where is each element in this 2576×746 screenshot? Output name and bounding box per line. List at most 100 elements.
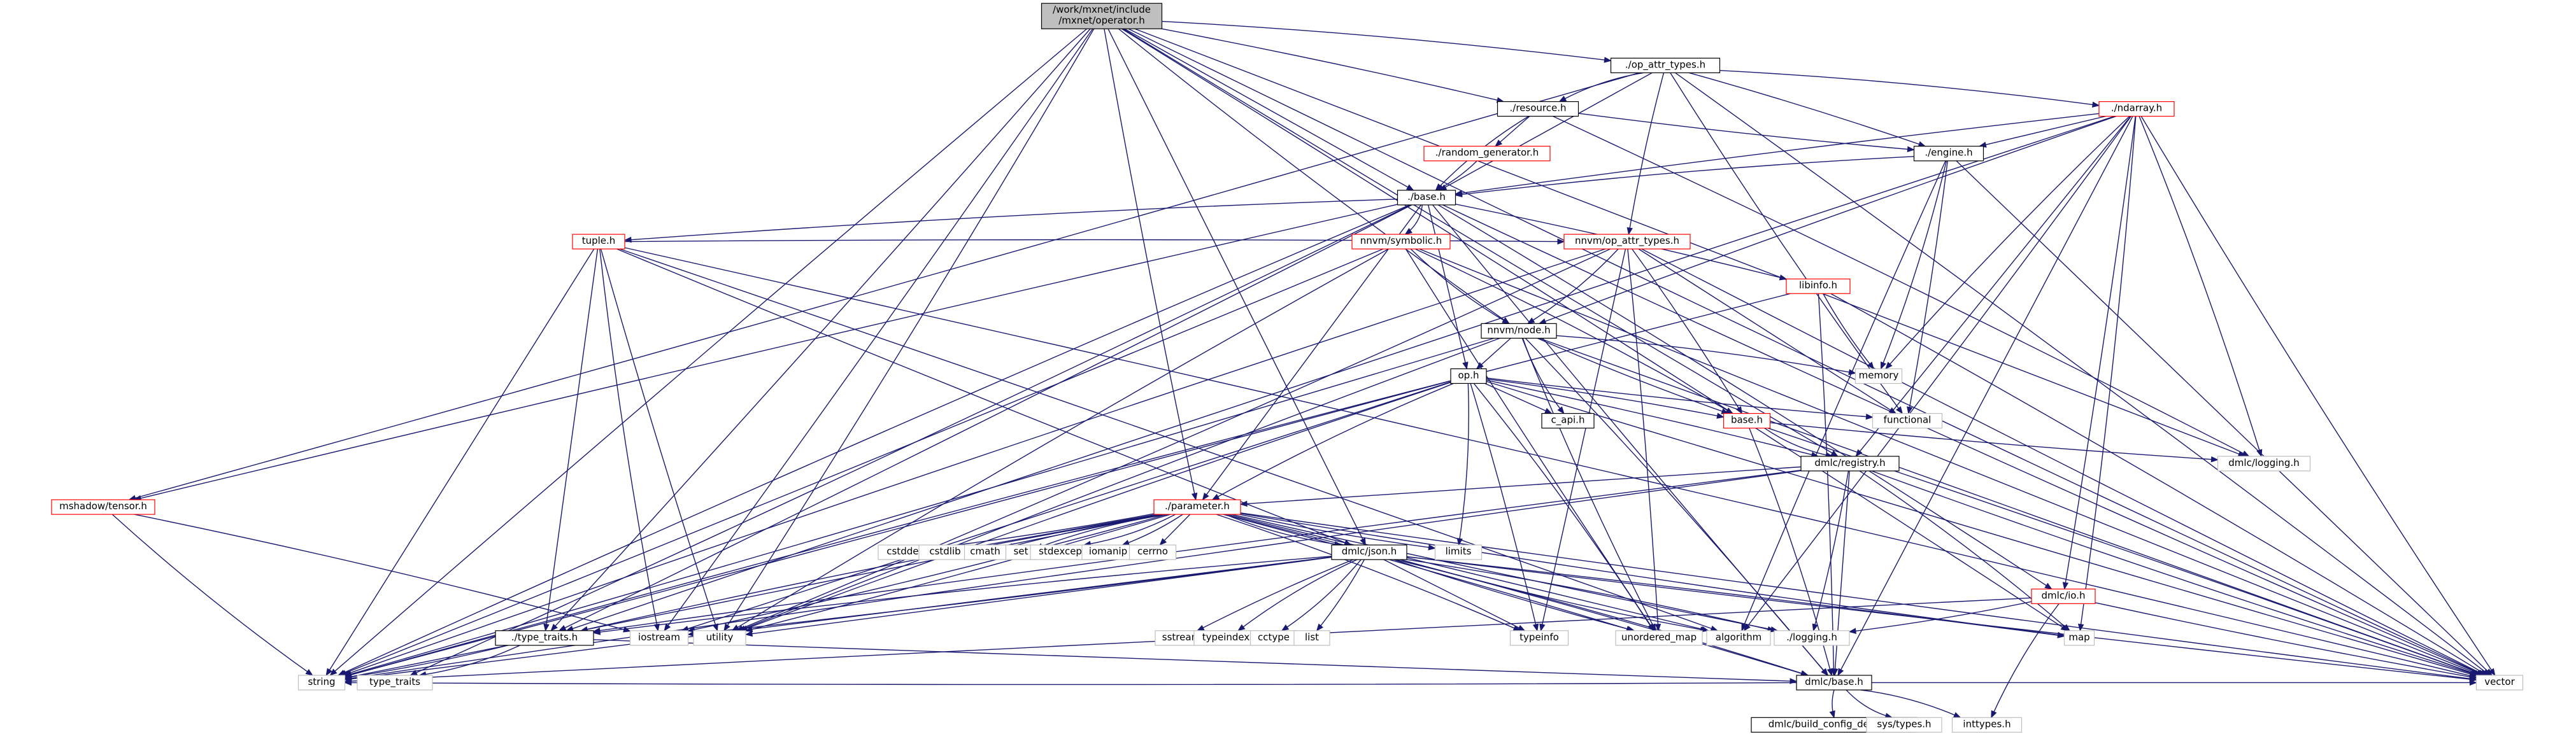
edge-line — [1812, 470, 1849, 631]
node-stdexcept: stdexcept — [1030, 544, 1095, 560]
edge-arrowhead — [2210, 456, 2219, 463]
node-box — [1153, 499, 1241, 515]
edge-line — [971, 514, 1157, 549]
node-type-traits-h[interactable]: ./type_traits.h — [495, 630, 594, 646]
edge-arrowhead — [1710, 625, 1719, 631]
node-label: cmath — [970, 545, 1000, 557]
node-label: sys/types.h — [1877, 718, 1931, 729]
node-label: dmlc/registry.h — [1814, 457, 1885, 468]
edge-arrowhead — [1404, 228, 1413, 235]
edge-arrowhead — [2062, 582, 2069, 590]
node-parameter[interactable]: ./parameter.h — [1153, 499, 1241, 515]
node-dmlc-json[interactable]: dmlc/json.h — [1331, 544, 1407, 560]
node-dmlc-io[interactable]: dmlc/io.h — [2031, 588, 2096, 604]
edge-arrowhead — [1848, 369, 1856, 376]
edge-arrowhead — [1604, 57, 1612, 63]
node-op-attr-types[interactable]: ./op_attr_types.h — [1610, 57, 1721, 73]
edge-line — [1406, 559, 1775, 631]
edge-line — [1770, 422, 2218, 461]
edge-line — [1458, 383, 1469, 545]
edge-nnvm-op-attr-types-to-nnvm-node — [1526, 248, 1619, 325]
edge-line — [1225, 514, 1342, 545]
node-base[interactable]: ./base.h — [1397, 190, 1456, 206]
node-box — [1796, 675, 1872, 691]
node-label: cctype — [1258, 631, 1290, 643]
node-random-generator[interactable]: ./random_generator.h — [1423, 146, 1551, 162]
edge-arrowhead — [2062, 624, 2070, 631]
edge-line — [2138, 116, 2262, 457]
node-label: list — [1305, 631, 1319, 643]
edge-arrowhead — [325, 668, 332, 677]
edge-arrowhead — [1991, 710, 1997, 719]
edge-line — [1406, 556, 2477, 680]
edge-line — [1539, 115, 2117, 325]
edge-base-to-vector — [1442, 204, 2484, 676]
node-nnvm-symbolic[interactable]: nnvm/symbolic.h — [1351, 234, 1451, 250]
node-tuple[interactable]: tuple.h — [572, 234, 625, 250]
edge-dmlc-registry-to-parameter — [1239, 466, 1802, 507]
node-typeindex: typeindex — [1193, 630, 1258, 646]
node-dmlc-base[interactable]: dmlc/base.h — [1796, 675, 1872, 691]
node-resource[interactable]: ./resource.h — [1497, 101, 1579, 117]
edge-base-to-tuple — [623, 199, 1398, 243]
edge-arrowhead — [1405, 184, 1414, 191]
node-label: ./logging.h — [1786, 631, 1837, 643]
edge-line — [624, 199, 1398, 241]
edge-arrowhead — [2485, 668, 2493, 676]
node-operator-h[interactable]: /work/mxnet/include/mxnet/operator.h — [1041, 3, 1163, 29]
edge-operator-h-to-dmlc-json — [1107, 28, 1366, 546]
edge-dmlc-base-to-string — [344, 679, 1797, 686]
edge-line — [1197, 559, 1354, 631]
edge-line — [343, 248, 1606, 676]
edge-ndarray-to-memory — [1885, 116, 2130, 370]
node-label: string — [308, 676, 335, 687]
edge-line — [1473, 383, 1654, 631]
node-dmlc-registry[interactable]: dmlc/registry.h — [1800, 456, 1900, 472]
node-mshadow-tensor[interactable]: mshadow/tensor.h — [51, 499, 155, 515]
edge-line — [345, 514, 1161, 679]
node-box — [1434, 544, 1483, 560]
node-op-h[interactable]: op.h — [1450, 368, 1487, 384]
edge-line — [1470, 383, 1538, 631]
edge-line — [1107, 28, 1366, 545]
node-box — [2098, 101, 2175, 117]
edge-line — [732, 248, 1389, 631]
node-nnvm-node[interactable]: nnvm/node.h — [1481, 323, 1557, 339]
node-nnvm-op-attr-types[interactable]: nnvm/op_attr_types.h — [1563, 234, 1691, 250]
edge-line — [1859, 470, 2070, 631]
edge-arrowhead — [1896, 406, 1903, 414]
edge-line — [1216, 514, 1521, 631]
node-box — [1397, 190, 1456, 206]
edge-dmlc-json-to-type-traits-h — [592, 556, 1332, 635]
node-c-api[interactable]: c_api.h — [1541, 412, 1595, 429]
edge-nnvm-op-attr-types-to-typeinfo — [1539, 248, 1626, 632]
edge-dmlc-json-to-cctype — [1281, 559, 1362, 631]
edge-line — [1823, 293, 1874, 369]
node-label: c_api.h — [1551, 414, 1585, 426]
edge-line — [1553, 115, 2249, 457]
edge-line — [1719, 70, 2100, 106]
edge-arrowhead — [1741, 623, 1747, 632]
node-label: ./engine.h — [1925, 147, 1972, 158]
edge-line — [745, 556, 1332, 635]
node-base2[interactable]: base.h — [1723, 412, 1771, 429]
edge-operator-h-to-string — [329, 28, 1088, 676]
node-libinfo[interactable]: libinfo.h — [1786, 278, 1851, 294]
edge-line — [1281, 559, 1362, 631]
edge-line — [1237, 559, 1358, 631]
node-engine[interactable]: ./engine.h — [1913, 146, 1984, 162]
node-box — [1951, 717, 2023, 733]
node-inttypes: inttypes.h — [1951, 717, 2023, 733]
node-box — [1800, 456, 1900, 472]
edge-base-to-nnvm-symbolic — [1404, 204, 1423, 235]
edge-line — [619, 248, 1718, 631]
node-box — [1610, 57, 1721, 73]
edge-parameter-to-cstddef — [929, 513, 1155, 551]
edge-arrowhead — [1812, 623, 1818, 632]
node-box — [1450, 368, 1487, 384]
node-box — [1423, 146, 1551, 162]
node-ndarray[interactable]: ./ndarray.h — [2098, 101, 2175, 117]
node-layer: /work/mxnet/include/mxnet/operator.h ./op… — [51, 3, 2524, 733]
edge-line — [599, 249, 658, 631]
node-label: cstdlib — [929, 545, 960, 557]
